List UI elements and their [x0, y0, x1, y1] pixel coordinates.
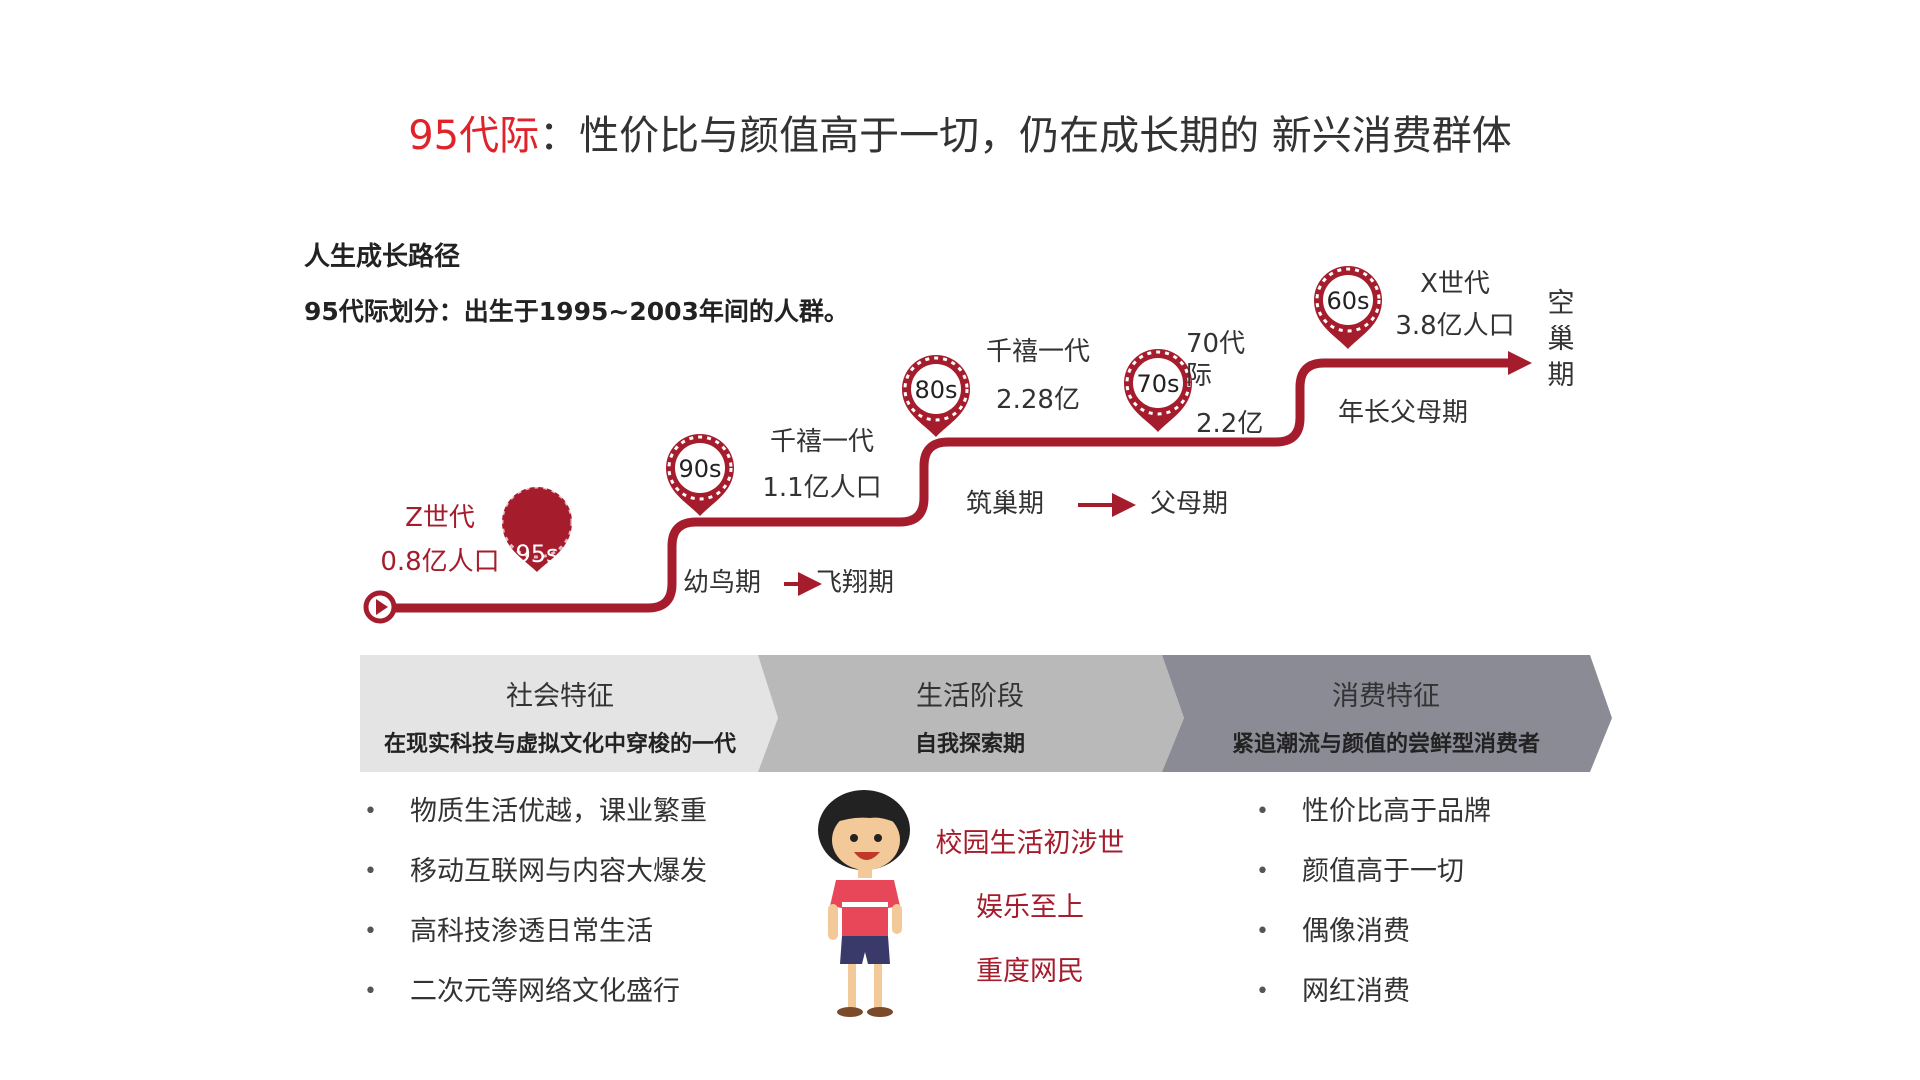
life-point-1: 校园生活初涉世 [935, 828, 1125, 859]
pin-80s-icon [902, 355, 970, 437]
band-social-subtitle: 在现实科技与虚拟文化中穿梭的一代 [383, 732, 736, 757]
page-title: 95代际：性价比与颜值高于一切，仍在成长期的 新兴消费群体 [0, 103, 1920, 161]
growth-path-line [375, 358, 1517, 613]
list-item: •性价比高于品牌 [1256, 796, 1491, 827]
list-item: •网红消费 [1256, 976, 1410, 1007]
g80-name: 千禧一代 [985, 337, 1090, 367]
child-figure-illustration [818, 790, 910, 1017]
band-life-shape [758, 655, 1184, 772]
title-rest: ：性价比与颜值高于一切，仍在成长期的 新兴消费群体 [539, 113, 1512, 159]
stage-nestling: 幼鸟期 [683, 568, 762, 598]
stage-parent: 父母期 [1150, 489, 1229, 519]
marker-80s-label: 80s [914, 376, 957, 404]
pin-95s-icon [500, 485, 574, 572]
list-item: •移动互联网与内容大爆发 [364, 856, 707, 887]
g80-population: 2.28亿 [996, 385, 1080, 415]
start-play-icon [363, 590, 397, 624]
g70-name: 70代 [1186, 329, 1246, 359]
g60-population: 3.8亿人口 [1395, 311, 1515, 341]
z-gen-name: Z世代 [405, 503, 475, 533]
band-social-title: 社会特征 [506, 681, 614, 712]
stage-senior-parent: 年长父母期 [1338, 398, 1469, 428]
g60-name: X世代 [1420, 269, 1490, 299]
life-point-2: 娱乐至上 [976, 892, 1084, 923]
social-points-list: •物质生活优越，课业繁重 •移动互联网与内容大爆发 •高科技渗透日常生活 •二次… [364, 782, 707, 1022]
marker-95s-label: 95s [515, 540, 558, 568]
generation-definition: 95代际划分：出生于1995~2003年间的人群。 [304, 297, 849, 326]
list-item: •高科技渗透日常生活 [364, 916, 653, 947]
pin-60s-icon [1314, 266, 1382, 349]
stage-nesting: 筑巢期 [966, 489, 1045, 519]
list-item: •物质生活优越，课业繁重 [364, 796, 707, 827]
title-highlight: 95代际 [408, 113, 540, 159]
path-heading: 人生成长路径 [304, 242, 461, 272]
growth-path-arrowhead [1508, 351, 1532, 375]
pin-70s-icon [1124, 349, 1192, 432]
empty-nest-char-3: 期 [1547, 360, 1575, 391]
stage-flying: 飞翔期 [816, 568, 895, 598]
list-item: •偶像消费 [1256, 916, 1410, 947]
band-social-shape [360, 655, 778, 772]
band-life-title: 生活阶段 [916, 681, 1024, 712]
empty-nest-char-2: 巢 [1547, 324, 1575, 355]
g70-name-suffix: 际 [1186, 361, 1213, 391]
band-life-subtitle: 自我探索期 [914, 732, 1025, 757]
band-consume-shape [1162, 655, 1612, 772]
pin-90s-icon [666, 434, 734, 516]
life-point-3: 重度网民 [976, 956, 1084, 987]
band-consume-title: 消费特征 [1332, 681, 1440, 712]
list-item: •二次元等网络文化盛行 [364, 976, 680, 1007]
marker-70s-label: 70s [1136, 370, 1179, 398]
marker-90s-label: 90s [678, 455, 721, 483]
band-consume-subtitle: 紧追潮流与颜值的尝鲜型消费者 [1231, 732, 1540, 757]
g90-population: 1.1亿人口 [762, 473, 882, 503]
z-gen-population: 0.8亿人口 [380, 547, 500, 577]
marker-60s-label: 60s [1326, 287, 1369, 315]
stage-empty-nest: 空 巢 期 [1546, 286, 1576, 394]
g70-population: 2.2亿 [1196, 409, 1264, 439]
empty-nest-char-1: 空 [1547, 288, 1575, 319]
g90-name: 千禧一代 [769, 427, 874, 457]
list-item: •颜值高于一切 [1256, 856, 1464, 887]
consume-points-list: •性价比高于品牌 •颜值高于一切 •偶像消费 •网红消费 [1256, 782, 1491, 1022]
